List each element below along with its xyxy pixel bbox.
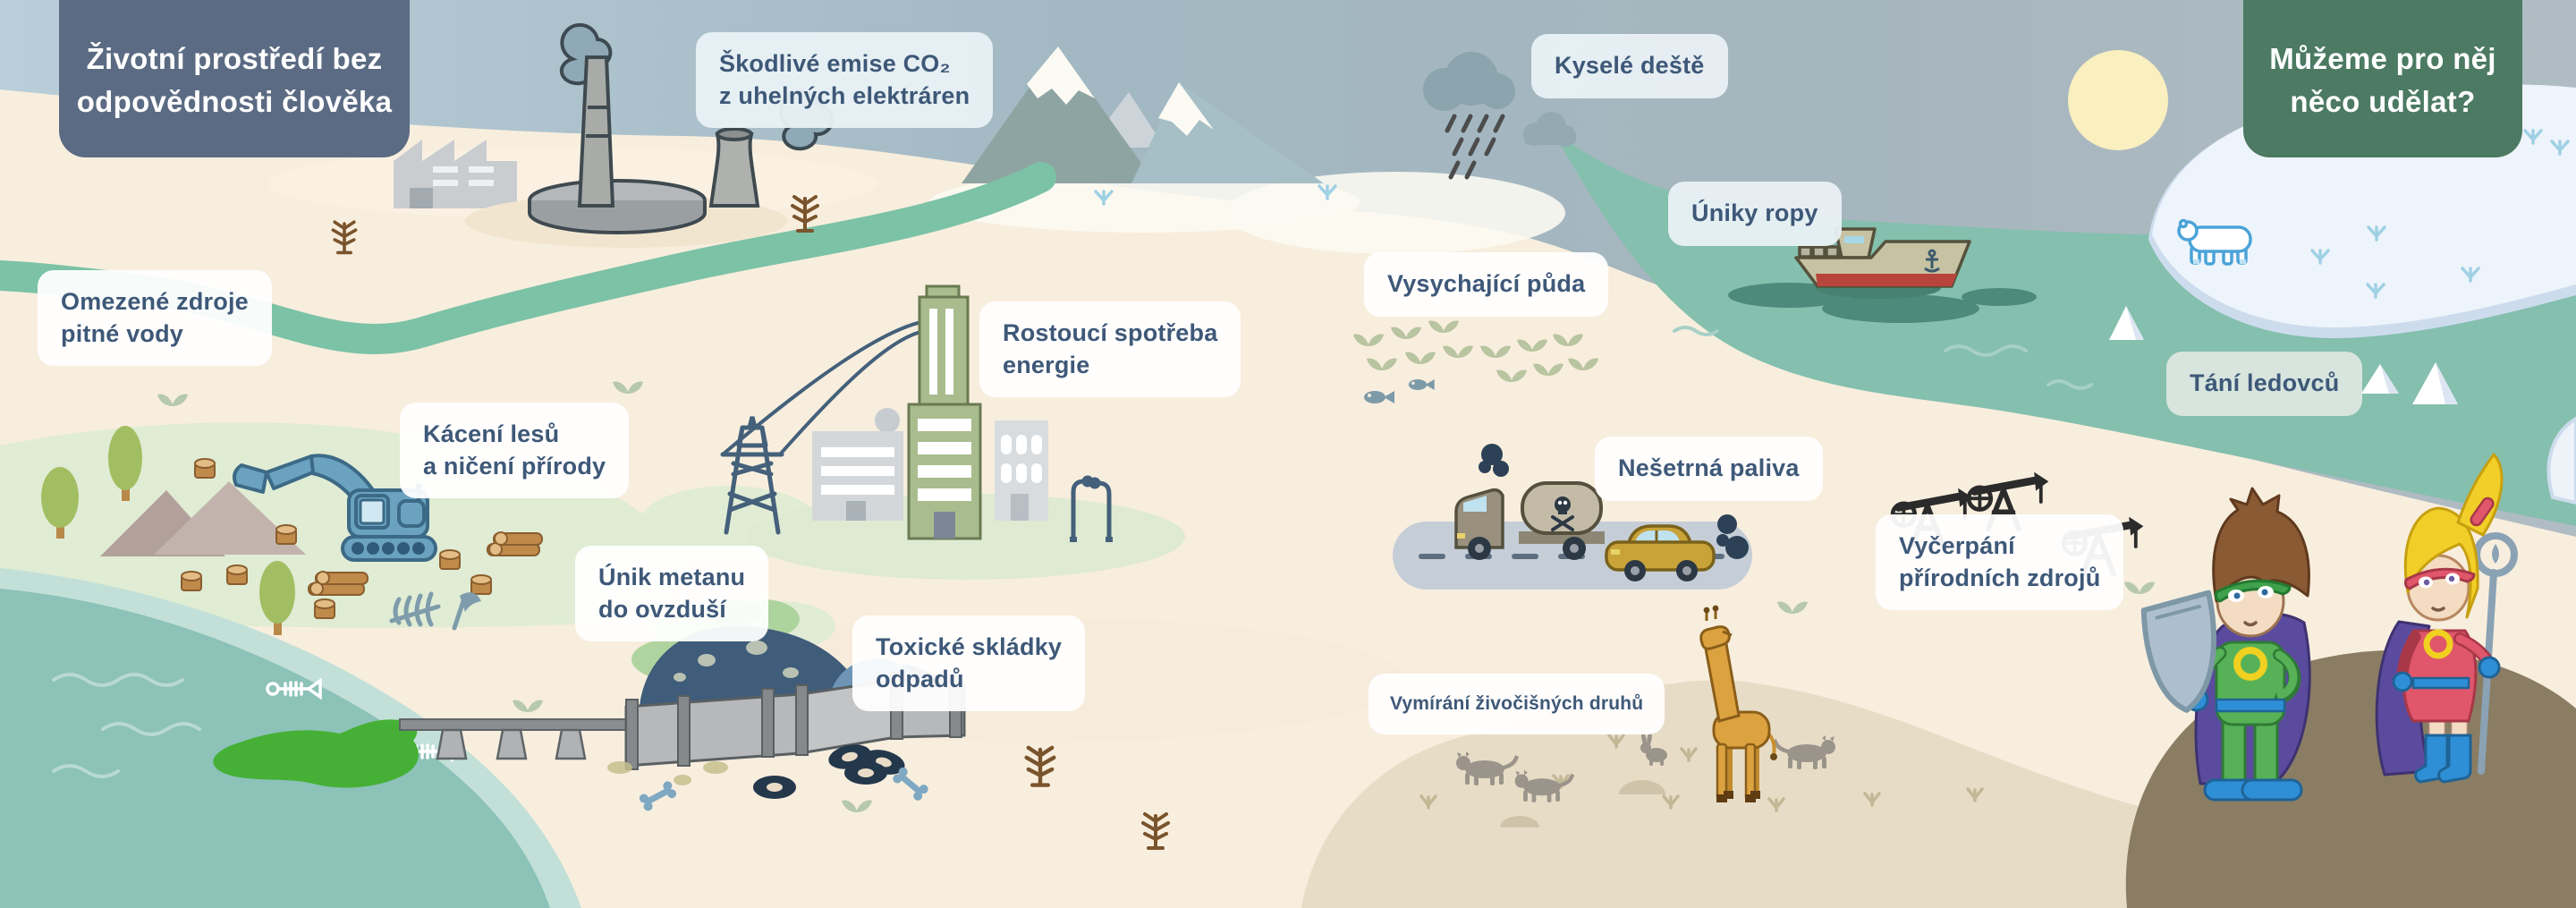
label-co2-emissions: Škodlivé emise CO₂ z uhelných elektráren xyxy=(696,32,994,129)
label-line: Únik metanu xyxy=(598,564,746,590)
label-melting-glaciers: Tání ledovců xyxy=(2166,352,2363,416)
label-wasteful-fuels: Nešetrná paliva xyxy=(1595,437,1823,501)
ground-spots xyxy=(607,761,728,785)
label-line: Škodlivé emise CO₂ xyxy=(719,50,951,77)
title-plate-right: Můžeme pro něj něco udělat? xyxy=(2243,0,2522,157)
label-resource-depletion: Vyčerpání přírodních zdrojů xyxy=(1876,514,2124,611)
street-lamps-icon xyxy=(1070,475,1113,542)
logs-icon xyxy=(308,531,543,596)
label-toxic-landfills: Toxické skládky odpadů xyxy=(852,615,1086,712)
label-acid-rain: Kyselé deště xyxy=(1531,34,1728,98)
label-energy-consumption: Rostoucí spotřeba energie xyxy=(979,301,1241,398)
title-plate-left: Životní prostředí bez odpovědnosti člově… xyxy=(59,0,410,157)
label-line: energie xyxy=(1003,351,1090,378)
tanker-truck-icon xyxy=(1454,444,1605,560)
car-icon xyxy=(1605,514,1749,581)
giraffe-icon xyxy=(1699,605,1777,802)
label-line: Tání ledovců xyxy=(2190,369,2340,396)
small-fish-icon xyxy=(1364,379,1435,403)
rubble-icon xyxy=(100,481,306,556)
title-right-line2: něco udělat? xyxy=(2290,85,2476,118)
label-line: Vysychající půda xyxy=(1387,270,1586,297)
oil-tanker-ship-icon xyxy=(1794,227,1971,288)
pollution-discharge-icon xyxy=(213,719,419,788)
acid-rain-clouds-icon xyxy=(1423,52,1576,180)
label-line: Vymírání živočišných druhů xyxy=(1390,693,1644,714)
factory-icon xyxy=(394,140,517,208)
animal-silhouettes-icon xyxy=(1456,732,1835,802)
superhero-girl xyxy=(2375,453,2518,784)
label-line: Úniky ropy xyxy=(1691,199,1818,226)
city-buildings-icon xyxy=(812,284,1048,540)
mountains-icon xyxy=(962,47,1324,183)
oil-slick-icon xyxy=(1728,277,2037,323)
polar-bear-icon xyxy=(2177,218,2252,266)
label-drying-soil: Vysychající půda xyxy=(1364,252,1609,317)
label-line: Rostoucí spotřeba xyxy=(1003,319,1218,346)
label-line: pitné vody xyxy=(61,319,184,347)
superhero-boy xyxy=(2140,487,2311,802)
title-left-line2: odpovědnosti člověka xyxy=(76,85,393,118)
title-right-line1: Můžeme pro něj xyxy=(2269,42,2496,76)
exhaust-smoke-icon xyxy=(1716,514,1749,559)
ice-floe xyxy=(2546,416,2576,505)
label-species-extinction: Vymírání živočišných druhů xyxy=(1368,674,1665,734)
sun-icon xyxy=(2068,50,2168,150)
label-line: Kácení lesů xyxy=(423,420,560,447)
ponytail-icon xyxy=(2456,453,2504,537)
rabbit-icon xyxy=(1640,732,1667,766)
label-line: a ničení přírody xyxy=(423,452,606,479)
label-methane-leak: Únik metanu do ovzduší xyxy=(575,546,769,642)
label-line: Vyčerpání xyxy=(1899,532,2015,559)
label-line: Omezené zdroje xyxy=(61,288,249,315)
excavator-icon xyxy=(233,454,437,562)
skull-icon xyxy=(1551,496,1574,531)
ribs-and-axe-icon xyxy=(389,591,481,631)
label-limited-drinking-water: Omezené zdroje pitné vody xyxy=(38,270,272,367)
label-line: do ovzduší xyxy=(598,595,726,623)
label-line: přírodních zdrojů xyxy=(1899,564,2101,591)
title-left-line1: Životní prostředí bez xyxy=(86,42,383,76)
label-line: odpadů xyxy=(876,665,964,692)
label-line: Toxické skládky xyxy=(876,633,1063,660)
pipeline-icon xyxy=(399,718,630,760)
label-line: Nešetrná paliva xyxy=(1618,454,1800,481)
exhaust-smoke-icon xyxy=(1479,444,1509,477)
coal-plant-icon xyxy=(465,22,835,248)
label-line: Kyselé deště xyxy=(1555,52,1705,79)
label-deforestation: Kácení lesů a ničení přírody xyxy=(400,403,630,499)
hair-icon xyxy=(2403,506,2479,619)
trees-icon xyxy=(41,426,295,635)
iceberg-icon xyxy=(2109,306,2458,404)
shield-icon xyxy=(2140,590,2216,713)
label-oil-spills: Úniky ropy xyxy=(1668,182,1842,246)
label-line: z uhelných elektráren xyxy=(719,81,970,109)
power-pylon-icon xyxy=(720,320,927,535)
